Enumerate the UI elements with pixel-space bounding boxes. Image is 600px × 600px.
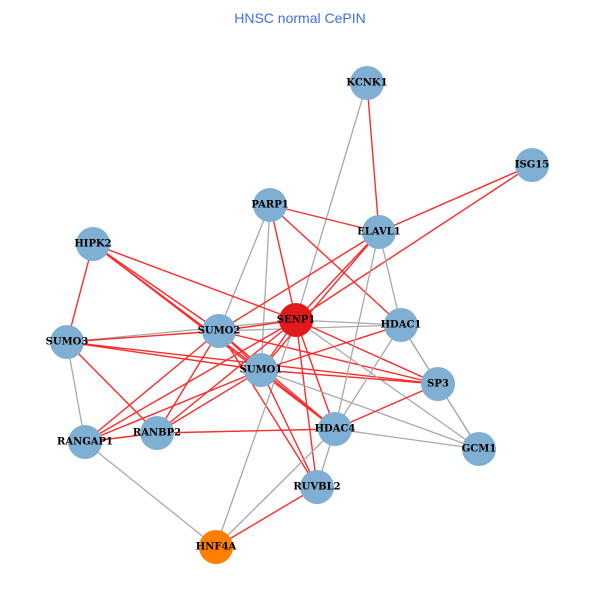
edge-hdac4-hnf4a	[215, 428, 336, 548]
edge-hipk2-senp1	[92, 243, 297, 321]
edge-senp1-elavl1	[295, 231, 380, 321]
node-circle	[462, 432, 496, 466]
edge-senp1-sp3	[295, 319, 439, 385]
edge-parp1-sumo2	[218, 204, 271, 332]
node-circle	[421, 367, 455, 401]
edge-parp1-senp1	[269, 204, 297, 321]
edge-sumo2-sp3	[218, 330, 439, 385]
node-label: ELAVL1	[357, 227, 400, 238]
node-label: KCNK1	[346, 78, 387, 89]
node-sumo3[interactable]: SUMO3	[46, 325, 89, 359]
node-kcnk1[interactable]: KCNK1	[346, 66, 388, 100]
edge-sumo1-gcm1	[260, 369, 480, 450]
node-circle	[76, 227, 110, 261]
edge-hdac4-ranbp2	[156, 428, 336, 434]
node-circle	[362, 215, 396, 249]
node-parp1[interactable]: PARP1	[251, 188, 289, 222]
edge-isg15-senp1	[295, 164, 533, 321]
node-circle	[202, 314, 236, 348]
node-senp1[interactable]: SENP1	[277, 303, 315, 337]
node-label: SUMO1	[240, 365, 283, 376]
edge-sumo1-rangap1	[84, 369, 262, 443]
node-hnf4a[interactable]: HNF4A	[196, 530, 237, 564]
edge-hdac1-hdac4	[334, 324, 402, 430]
edge-sumo3-sumo2	[66, 330, 220, 343]
node-circle	[244, 353, 278, 387]
node-gcm1[interactable]: GCM1	[462, 432, 497, 466]
node-label: SUMO2	[198, 326, 241, 337]
edge-ruvbl2-hnf4a	[215, 486, 318, 548]
edge-sumo1-hdac1	[260, 324, 402, 371]
node-hipk2[interactable]: HIPK2	[74, 227, 112, 261]
node-label: SUMO3	[46, 337, 89, 348]
node-isg15[interactable]: ISG15	[515, 148, 549, 182]
edge-kcnk1-senp1	[295, 82, 368, 321]
edge-sp3-hdac4	[334, 383, 439, 430]
edge-sumo1-ranbp2	[156, 369, 262, 434]
edge-sumo2-ruvbl2	[218, 330, 318, 488]
edge-sumo1-ruvbl2	[260, 369, 318, 488]
node-sumo2[interactable]: SUMO2	[198, 314, 241, 348]
node-label: RUVBL2	[293, 482, 340, 493]
edge-elavl1-hdac4	[334, 231, 380, 430]
edge-isg15-elavl1	[378, 164, 533, 233]
edge-rangap1-hnf4a	[84, 441, 217, 548]
edge-senp1-gcm1	[295, 319, 480, 450]
node-label: ISG15	[515, 160, 549, 171]
edge-parp1-sumo1	[260, 204, 271, 371]
edge-sumo1-sp3	[260, 369, 439, 385]
edge-parp1-hdac1	[269, 204, 402, 326]
node-hdac1[interactable]: HDAC1	[381, 308, 422, 342]
edge-senp1-ranbp2	[156, 319, 297, 434]
edge-sumo3-senp1	[66, 319, 297, 343]
edge-sumo3-ranbp2	[66, 341, 158, 434]
node-circle	[140, 416, 174, 450]
node-label: SENP1	[277, 315, 315, 326]
node-circle	[279, 303, 313, 337]
edge-senp1-hdac1	[295, 319, 402, 326]
node-label: PARP1	[251, 200, 288, 211]
node-circle	[384, 308, 418, 342]
edge-senp1-ruvbl2	[295, 319, 318, 488]
node-ruvbl2[interactable]: RUVBL2	[293, 470, 341, 504]
node-rangap1[interactable]: RANGAP1	[57, 425, 113, 459]
node-circle	[318, 412, 352, 446]
edge-sumo2-hdac4	[218, 330, 336, 430]
node-circle	[199, 530, 233, 564]
edge-kcnk1-elavl1	[366, 82, 380, 233]
node-label: HIPK2	[74, 239, 111, 250]
edge-senp1-rangap1	[84, 319, 297, 443]
node-label: HNF4A	[196, 542, 237, 553]
node-ranbp2[interactable]: RANBP2	[133, 416, 181, 450]
node-label: SP3	[427, 379, 449, 390]
edge-sumo2-elavl1	[218, 231, 380, 332]
edge-senp1-hnf4a	[215, 319, 297, 548]
node-label: HDAC1	[381, 320, 422, 331]
node-hdac4[interactable]: HDAC4	[315, 412, 356, 446]
node-sp3[interactable]: SP3	[421, 367, 455, 401]
edge-sumo2-rangap1	[84, 330, 220, 443]
node-label: HDAC4	[315, 424, 356, 435]
node-label: RANBP2	[133, 428, 181, 439]
node-circle	[253, 188, 287, 222]
node-label: GCM1	[462, 444, 497, 455]
edge-parp1-elavl1	[269, 204, 380, 233]
node-elavl1[interactable]: ELAVL1	[357, 215, 401, 249]
edge-sumo1-elavl1	[260, 231, 380, 371]
node-circle	[350, 66, 384, 100]
edge-hdac4-gcm1	[334, 428, 480, 450]
node-circle	[50, 325, 84, 359]
edge-hipk2-sumo2	[92, 243, 220, 332]
node-label: RANGAP1	[57, 437, 113, 448]
node-circle	[300, 470, 334, 504]
node-circle	[515, 148, 549, 182]
edge-sumo3-sumo1	[66, 341, 262, 371]
node-circle	[68, 425, 102, 459]
node-sumo1[interactable]: SUMO1	[240, 353, 283, 387]
diagram-title: HNSC normal CePIN	[234, 10, 366, 26]
